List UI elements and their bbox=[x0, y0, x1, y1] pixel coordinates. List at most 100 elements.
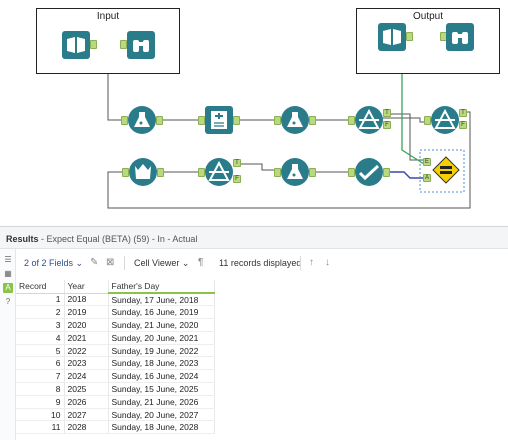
input-anchor[interactable] bbox=[274, 116, 281, 125]
browse-tool[interactable] bbox=[127, 31, 155, 59]
column-header-record[interactable]: Record bbox=[16, 280, 65, 294]
fathers-day-cell[interactable]: Sunday, 21 June, 2020 bbox=[108, 318, 215, 332]
input-anchor[interactable] bbox=[198, 168, 205, 177]
paragraph-icon[interactable]: ¶ bbox=[198, 257, 204, 268]
fathers-day-cell[interactable]: Sunday, 21 June, 2026 bbox=[108, 395, 215, 409]
browse-tool[interactable] bbox=[446, 23, 474, 51]
output-anchor[interactable] bbox=[157, 168, 164, 177]
select-tool[interactable] bbox=[355, 158, 383, 186]
multi-row-formula-tool[interactable] bbox=[129, 158, 157, 186]
record-cell[interactable]: 4 bbox=[16, 331, 65, 345]
input-anchor[interactable] bbox=[121, 116, 128, 125]
formula-tool[interactable] bbox=[281, 106, 309, 134]
output-anchor[interactable] bbox=[233, 116, 240, 125]
year-cell[interactable]: 2024 bbox=[64, 369, 109, 384]
fathers-day-cell[interactable]: Sunday, 19 June, 2022 bbox=[108, 344, 215, 358]
formula-tool[interactable] bbox=[128, 106, 156, 134]
input-anchor[interactable] bbox=[122, 168, 129, 177]
formula-tool[interactable] bbox=[281, 158, 309, 186]
output-anchor[interactable] bbox=[309, 116, 316, 125]
fathers-day-cell[interactable]: Sunday, 17 June, 2018 bbox=[108, 293, 215, 307]
help-icon[interactable]: ? bbox=[5, 297, 11, 306]
input-anchor[interactable] bbox=[120, 40, 127, 49]
output-anchor[interactable] bbox=[309, 168, 316, 177]
text-input-tool[interactable] bbox=[62, 31, 90, 59]
expected-input-tool[interactable] bbox=[378, 23, 406, 51]
expected-anchor[interactable]: E bbox=[423, 158, 431, 166]
year-cell[interactable]: 2025 bbox=[64, 382, 109, 396]
edit-icon[interactable]: ✎ bbox=[90, 257, 99, 268]
output-anchor[interactable] bbox=[156, 116, 163, 125]
year-cell[interactable]: 2021 bbox=[64, 331, 109, 345]
fathers-day-cell[interactable]: Sunday, 20 June, 2021 bbox=[108, 331, 215, 345]
workflow-canvas[interactable]: Input Output bbox=[0, 0, 508, 226]
false-anchor[interactable]: F bbox=[383, 121, 391, 129]
filter-tool[interactable] bbox=[355, 106, 383, 134]
output-anchor[interactable] bbox=[383, 168, 390, 177]
generate-rows-tool[interactable] bbox=[205, 106, 233, 134]
year-cell[interactable]: 2022 bbox=[64, 344, 109, 358]
record-cell[interactable]: 8 bbox=[16, 382, 65, 396]
record-cell[interactable]: 2 bbox=[16, 305, 65, 320]
column-header-year[interactable]: Year bbox=[64, 280, 109, 294]
output-anchor[interactable] bbox=[90, 40, 97, 49]
input-anchor[interactable] bbox=[424, 116, 431, 125]
record-cell[interactable]: 11 bbox=[16, 420, 65, 435]
fathers-day-cell[interactable]: Sunday, 18 June, 2023 bbox=[108, 356, 215, 371]
arrow-down-icon[interactable]: ↓ bbox=[325, 257, 330, 268]
arrow-up-icon[interactable]: ↑ bbox=[309, 257, 314, 268]
false-anchor[interactable]: F bbox=[459, 121, 467, 129]
metadata-icon[interactable]: ▦ bbox=[4, 269, 12, 278]
record-cell[interactable]: 5 bbox=[16, 344, 65, 358]
year-cell[interactable]: 2018 bbox=[64, 293, 109, 307]
fathers-day-cell[interactable]: Sunday, 20 June, 2027 bbox=[108, 408, 215, 422]
record-cell[interactable]: 9 bbox=[16, 395, 65, 409]
record-cell[interactable]: 6 bbox=[16, 356, 65, 371]
data-view-icon[interactable]: A bbox=[3, 283, 13, 293]
input-anchor[interactable] bbox=[198, 116, 205, 125]
record-cell[interactable]: 7 bbox=[16, 369, 65, 384]
output-anchor[interactable] bbox=[406, 32, 413, 41]
expect-equal-tool[interactable] bbox=[432, 156, 460, 184]
year-cell[interactable]: 2023 bbox=[64, 356, 109, 371]
record-cell[interactable]: 10 bbox=[16, 408, 65, 422]
input-anchor[interactable] bbox=[274, 168, 281, 177]
filter-tool[interactable] bbox=[431, 106, 459, 134]
year-cell[interactable]: 2028 bbox=[64, 420, 109, 435]
filter-tool[interactable] bbox=[205, 158, 233, 186]
fathers-day-cell[interactable]: Sunday, 16 June, 2024 bbox=[108, 369, 215, 384]
true-anchor[interactable]: T bbox=[459, 109, 467, 117]
year-cell[interactable]: 2020 bbox=[64, 318, 109, 332]
year-cell[interactable]: 2027 bbox=[64, 408, 109, 422]
input-anchor[interactable] bbox=[348, 116, 355, 125]
input-anchor[interactable] bbox=[348, 168, 355, 177]
clear-icon[interactable]: ⊠ bbox=[106, 257, 115, 268]
record-cell[interactable]: 3 bbox=[16, 318, 65, 332]
false-anchor[interactable]: F bbox=[233, 175, 241, 183]
year-cell[interactable]: 2019 bbox=[64, 305, 109, 320]
actual-anchor[interactable]: A bbox=[423, 174, 431, 182]
record-cell[interactable]: 1 bbox=[16, 293, 65, 307]
list-view-icon[interactable]: ☰ bbox=[4, 255, 12, 264]
input-container[interactable]: Input bbox=[36, 8, 180, 74]
fathers-day-cell[interactable]: Sunday, 16 June, 2019 bbox=[108, 305, 215, 320]
true-anchor[interactable]: T bbox=[233, 159, 241, 167]
fields-dropdown[interactable]: 2 of 2 Fields ⌄ bbox=[24, 258, 83, 269]
fathers-day-cell[interactable]: Sunday, 18 June, 2028 bbox=[108, 420, 215, 435]
year-cell[interactable]: 2026 bbox=[64, 395, 109, 409]
true-anchor[interactable]: T bbox=[383, 109, 391, 117]
column-header-fathers-day[interactable]: Father's Day bbox=[108, 280, 215, 294]
cell-viewer-dropdown[interactable]: Cell Viewer ⌄ bbox=[134, 258, 189, 269]
